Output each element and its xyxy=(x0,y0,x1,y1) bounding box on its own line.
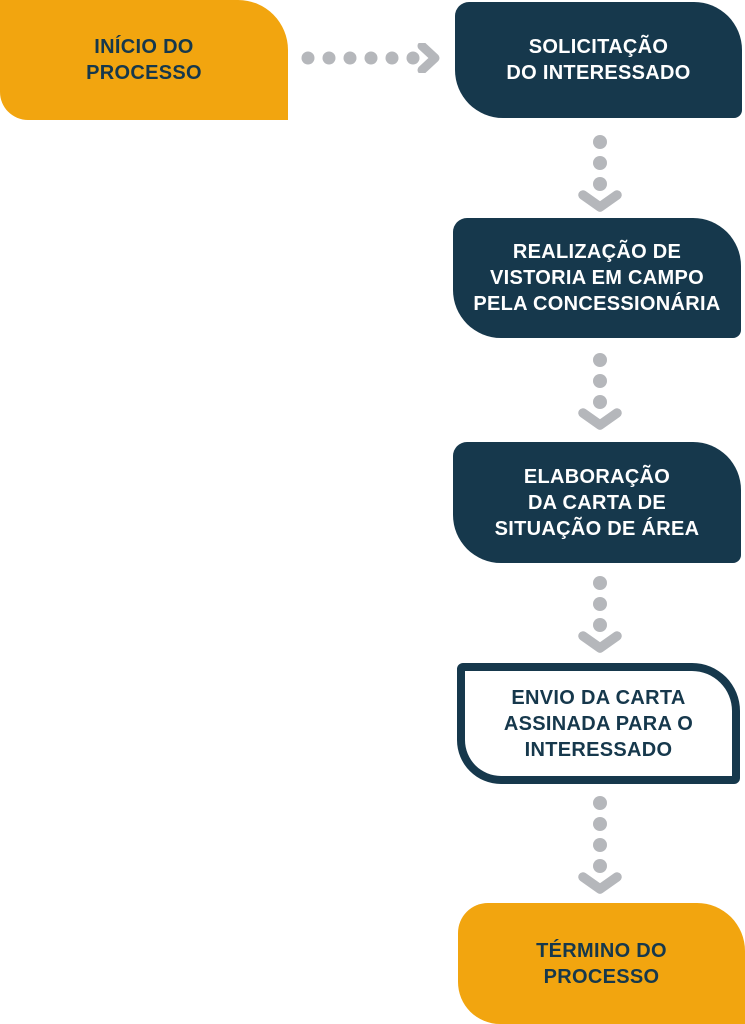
node-label-elaboracao: ELABORAÇÃO DA CARTA DE SITUAÇÃO DE ÁREA xyxy=(494,465,700,540)
node-label-solicitacao: SOLICITAÇÃO DO INTERESSADO xyxy=(506,36,691,84)
node-label-termino: TÉRMINO DO PROCESSO xyxy=(536,939,667,988)
node-label-vistoria: REALIZAÇÃO DE VISTORIA EM CAMPO PELA CON… xyxy=(473,241,721,315)
dotted-arrow-down-icon xyxy=(578,576,622,653)
node-realizacao-vistoria: REALIZAÇÃO DE VISTORIA EM CAMPO PELA CON… xyxy=(453,218,741,338)
node-envio-carta-assinada: ENVIO DA CARTA ASSINADA PARA O INTERESSA… xyxy=(457,663,740,784)
node-elaboracao-carta: ELABORAÇÃO DA CARTA DE SITUAÇÃO DE ÁREA xyxy=(453,442,741,563)
node-termino-processo: TÉRMINO DO PROCESSO xyxy=(458,903,745,1024)
dotted-arrow-down-icon xyxy=(578,135,622,212)
node-inicio-processo: INÍCIO DO PROCESSO xyxy=(0,0,288,120)
dotted-arrow-down-icon xyxy=(578,353,622,430)
node-solicitacao-interessado: SOLICITAÇÃO DO INTERESSADO xyxy=(455,2,742,118)
node-label-envio: ENVIO DA CARTA ASSINADA PARA O INTERESSA… xyxy=(503,686,694,761)
dotted-arrow-down-icon xyxy=(578,796,622,894)
node-label-inicio: INÍCIO DO PROCESSO xyxy=(86,36,202,84)
dotted-arrow-right-icon xyxy=(301,43,440,73)
